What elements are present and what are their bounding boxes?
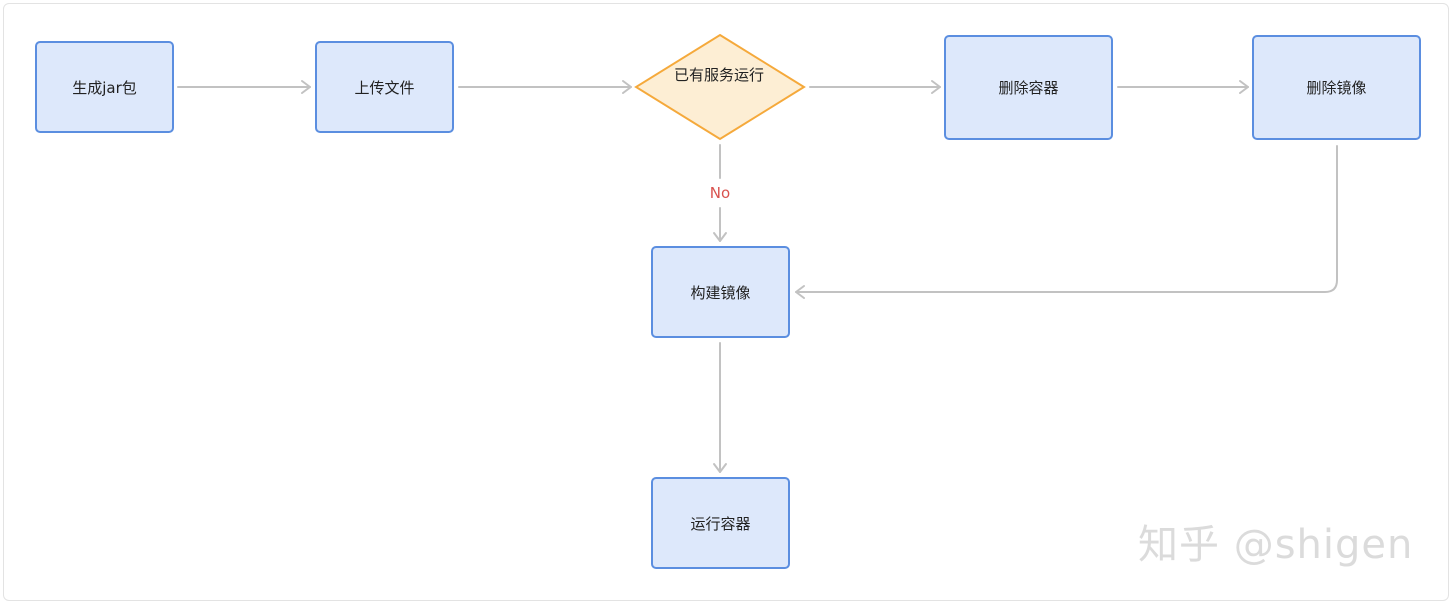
arrowhead-decision [622,80,632,94]
arrowhead-upload [301,80,311,94]
node-label: 生成jar包 [72,78,137,97]
arrowhead-build-image-right [795,285,805,299]
node-label: 上传文件 [354,78,415,97]
node-delete-image: 删除镜像 [1252,35,1421,140]
node-run-container: 运行容器 [651,477,790,569]
node-label: 构建镜像 [690,283,751,302]
node-upload-file: 上传文件 [315,41,454,133]
node-generate-jar: 生成jar包 [35,41,174,133]
watermark-text: 知乎 @shigen [1138,522,1414,568]
arrowhead-build-image-top [713,232,727,242]
arrowhead-delete-container [931,80,941,94]
node-build-image: 构建镜像 [651,246,790,338]
arrowhead-run-container [713,463,727,473]
arrowhead-delete-image [1239,80,1249,94]
edge-delete-image-to-build-image [795,145,1338,293]
node-label: 运行容器 [690,514,751,533]
decision-label-service-running: 已有服务运行 [673,66,764,84]
node-delete-container: 删除容器 [944,35,1113,140]
edge-label-no: No [700,184,740,202]
node-label: 删除镜像 [1306,79,1367,97]
node-label: 删除容器 [998,79,1059,97]
decision-diamond-service-running [634,33,806,141]
